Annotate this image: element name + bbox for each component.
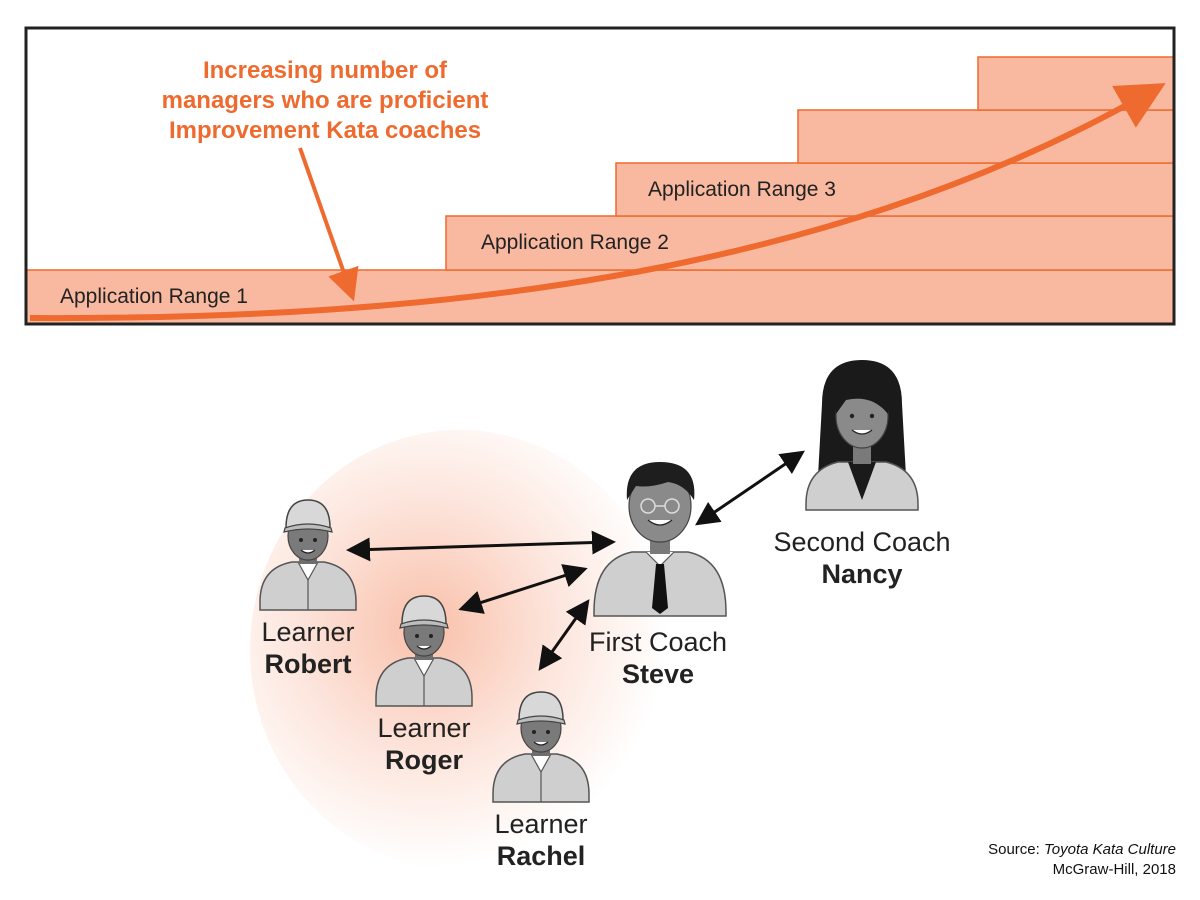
robert-role: Learner: [261, 617, 355, 647]
arrow-robert-steve: [346, 530, 616, 562]
callout-line-1: Increasing number of: [202, 57, 448, 84]
robert-label: Learner Robert: [228, 616, 388, 680]
range-label-1: Application Range 1: [60, 285, 248, 308]
nancy-role: Second Coach: [773, 527, 951, 557]
nancy-name: Nancy: [821, 559, 903, 589]
steve-name: Steve: [621, 659, 695, 689]
arrow-steve-nancy: [695, 450, 805, 526]
application-range-5-step: [977, 56, 1175, 111]
robert-avatar-icon: [259, 499, 357, 611]
roger-label: Learner Roger: [344, 712, 504, 776]
source-prefix: Source:: [988, 841, 1044, 858]
roger-avatar-icon: [375, 595, 473, 707]
rachel-label: Learner Rachel: [461, 808, 621, 872]
coaching-network: [259, 360, 919, 803]
coaches-callout: Increasing number of managers who are pr…: [110, 56, 540, 146]
nancy-avatar-icon: [805, 360, 919, 511]
rachel-name: Rachel: [496, 841, 586, 871]
callout-line-2: managers who are proficient: [161, 87, 489, 114]
callout-pointer-arrow: [298, 147, 359, 302]
rachel-avatar-icon: [492, 691, 590, 803]
roger-role: Learner: [377, 713, 471, 743]
application-range-4-step: [797, 109, 1175, 164]
growth-curve-arrow: [29, 83, 1166, 322]
range-label-3: Application Range 3: [648, 178, 836, 201]
source-publisher: McGraw-Hill, 2018: [1052, 861, 1176, 878]
arrow-rachel-steve: [538, 599, 590, 671]
robert-name: Robert: [264, 649, 352, 679]
steve-avatar-icon: [593, 462, 727, 617]
callout-line-3: Improvement Kata coaches: [168, 117, 482, 144]
nancy-label: Second Coach Nancy: [752, 526, 972, 590]
arrow-roger-steve: [458, 564, 588, 614]
steve-role: First Coach: [588, 627, 728, 657]
application-range-staircase: [24, 26, 1176, 326]
rachel-role: Learner: [494, 809, 588, 839]
roger-name: Roger: [384, 745, 463, 775]
source-citation: Source: Toyota Kata Culture McGraw-Hill,…: [988, 840, 1176, 880]
source-title: Toyota Kata Culture: [1043, 841, 1176, 858]
steve-label: First Coach Steve: [568, 626, 748, 690]
range-label-2: Application Range 2: [481, 231, 669, 254]
